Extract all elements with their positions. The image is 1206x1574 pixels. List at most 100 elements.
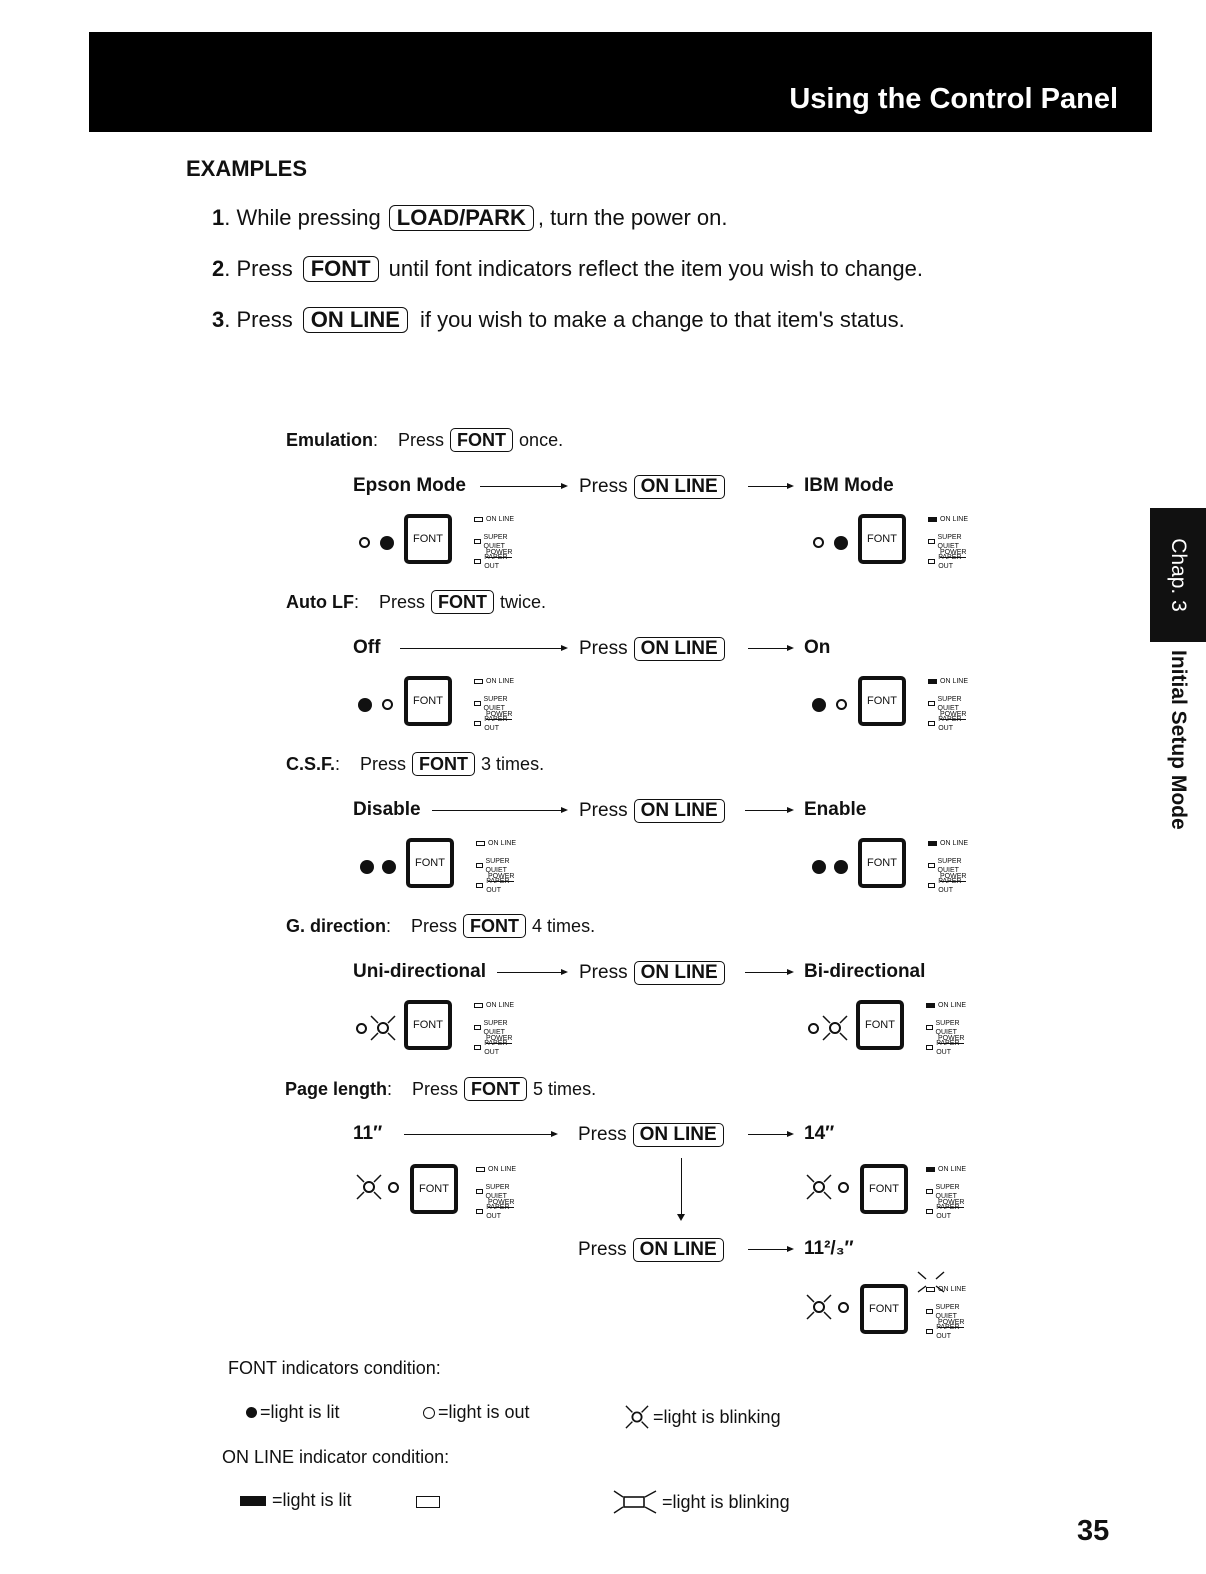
from-mode: Disable xyxy=(353,799,421,820)
page-number: 35 xyxy=(1077,1515,1110,1547)
setting-label-emulation: Emulation: Press FONT once. xyxy=(286,428,563,452)
led-label: ON LINE xyxy=(940,678,969,685)
power-led xyxy=(474,1045,482,1050)
led-label: PAPER OUT xyxy=(484,715,508,732)
on-line-led xyxy=(928,679,937,684)
super-quiet-led xyxy=(926,1025,933,1030)
indicator-out xyxy=(808,1023,819,1034)
on-line-led xyxy=(928,841,937,846)
led-label: POWER xyxy=(938,1034,965,1044)
led-label: SUPER QUIET xyxy=(935,1183,960,1200)
indicator-lit xyxy=(812,860,826,874)
setting-name: Page length xyxy=(285,1078,388,1099)
indicator-lit xyxy=(382,860,396,874)
arrow xyxy=(748,645,794,651)
led-panel: ON LINE SUPER QUIET POWER PAPER OUT xyxy=(474,514,514,570)
led-label: PAPER OUT xyxy=(936,1323,960,1340)
power-led xyxy=(928,559,936,564)
indicator-out xyxy=(813,537,824,548)
led-label: POWER xyxy=(938,1198,965,1208)
panel-diagram: FONT ON LINE SUPER QUIET POWER PAPER OUT xyxy=(356,1164,516,1224)
panel-diagram: FONT ON LINE SUPER QUIET POWER PAPER OUT xyxy=(354,1000,514,1060)
arrow xyxy=(400,645,568,651)
press-text: Press xyxy=(398,429,445,450)
on-line-key: ON LINE xyxy=(632,1123,724,1147)
on-line-led xyxy=(476,841,485,846)
font-key: FONT xyxy=(463,914,527,938)
from-mode: Epson Mode xyxy=(353,475,466,496)
legend-text: =light is lit xyxy=(260,1402,340,1422)
chapter-tab: Chap. 3 xyxy=(1150,508,1206,642)
led-label: PAPER OUT xyxy=(486,1203,510,1220)
led-label: PAPER OUT xyxy=(486,877,510,894)
led-panel: ON LINE SUPER QUIET POWER PAPER OUT xyxy=(474,676,514,732)
arrow xyxy=(745,969,794,975)
font-button: FONT xyxy=(404,514,452,564)
indicator-lit xyxy=(834,860,848,874)
step-text: until font indicators reflect the item y… xyxy=(388,256,924,281)
led-label: ON LINE xyxy=(486,1002,515,1009)
led-panel: ON LINE SUPER QUIET POWER PAPER OUT xyxy=(476,1164,516,1220)
step-text: , turn the power on. xyxy=(537,205,728,230)
led-label: POWER xyxy=(940,548,967,558)
indicator-out xyxy=(356,1023,367,1034)
led-label: PAPER OUT xyxy=(938,553,962,570)
press-text: Press xyxy=(579,800,628,821)
times-text: once. xyxy=(519,429,564,450)
press-text: Press xyxy=(579,962,628,983)
indicator-lit xyxy=(812,698,826,712)
blinking-led-icon xyxy=(613,1490,657,1514)
led-label: ON LINE xyxy=(938,1166,967,1173)
font-button: FONT xyxy=(858,838,906,888)
led-panel: ON LINE SUPER QUIET POWER PAPER OUT xyxy=(926,1000,967,1056)
on-line-led xyxy=(928,517,937,522)
on-line-key: ON LINE xyxy=(632,1238,724,1262)
power-led xyxy=(928,721,936,726)
super-quiet-led xyxy=(474,701,481,706)
led-label: POWER xyxy=(488,872,515,882)
arrow xyxy=(480,483,568,489)
indicator-lit xyxy=(834,536,848,550)
setting-label-g-direction: G. direction: Press FONT 4 times. xyxy=(286,914,595,938)
press-text: Press xyxy=(579,638,628,659)
led-panel: ON LINE SUPER QUIET POWER PAPER OUT xyxy=(928,676,969,732)
led-panel: ON LINE SUPER QUIET POWER PAPER OUT xyxy=(926,1284,966,1340)
led-label: ON LINE xyxy=(940,840,969,847)
font-button: FONT xyxy=(858,676,906,726)
on-line-key: ON LINE xyxy=(302,307,408,333)
legend-online-lit: =light is lit xyxy=(240,1490,352,1511)
font-key: FONT xyxy=(412,752,476,776)
on-line-led xyxy=(926,1287,935,1292)
led-label: PAPER OUT xyxy=(936,1203,960,1220)
led-label: ON LINE xyxy=(938,1002,967,1009)
power-led xyxy=(926,1209,934,1214)
on-line-key: ON LINE xyxy=(633,799,725,823)
times-text: twice. xyxy=(500,591,547,612)
font-button: FONT xyxy=(860,1284,908,1334)
panel-diagram: FONT ON LINE SUPER QUIET POWER PAPER OUT xyxy=(806,1271,966,1344)
on-line-key: ON LINE xyxy=(633,475,725,499)
separator: : xyxy=(387,1078,393,1099)
on-line-key: ON LINE xyxy=(633,637,725,661)
super-quiet-led xyxy=(928,539,935,544)
indicator-out xyxy=(382,699,393,710)
on-line-led xyxy=(926,1167,935,1172)
setting-name: G. direction xyxy=(286,915,387,936)
font-button: FONT xyxy=(856,1000,904,1050)
font-key: FONT xyxy=(464,1077,528,1101)
led-label: SUPER QUIET xyxy=(935,1019,960,1036)
press-text: Press xyxy=(579,476,628,497)
indicator-out xyxy=(359,537,370,548)
press-text: Press xyxy=(411,915,458,936)
led-label: SUPER QUIET xyxy=(935,1303,960,1320)
led-label: SUPER QUIET xyxy=(483,533,508,550)
on-line-led xyxy=(476,1167,485,1172)
to-mode: Enable xyxy=(804,799,867,820)
arrow xyxy=(748,1246,794,1252)
arrow xyxy=(745,807,794,813)
panel-diagram: FONT ON LINE SUPER QUIET POWER PAPER OUT xyxy=(806,1000,966,1060)
font-key: FONT xyxy=(450,428,514,452)
arrow xyxy=(497,969,568,975)
setting-name: Emulation xyxy=(286,429,374,450)
